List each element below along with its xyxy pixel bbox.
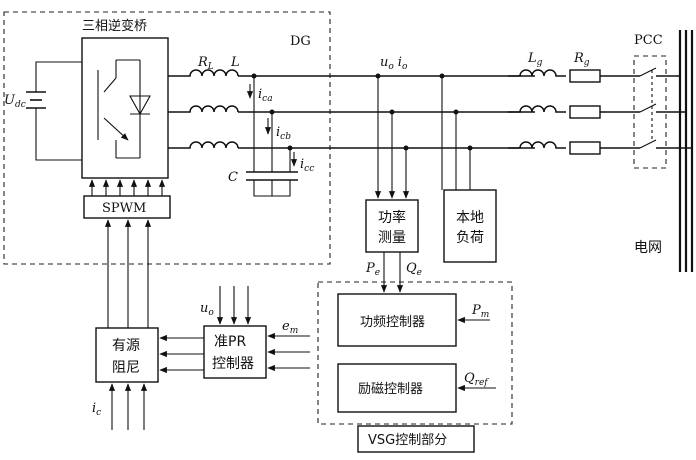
em-input-arrows [267, 332, 310, 372]
filter-inductors [168, 69, 239, 149]
spwm-label: SPWM [102, 201, 146, 216]
damping-to-spwm-arrows [104, 219, 152, 328]
l-label: L [230, 55, 240, 70]
grid-resistors [569, 69, 640, 155]
quasi-pr-line2: 控制器 [212, 356, 254, 372]
active-damping-line2: 阻尼 [112, 360, 140, 376]
local-load-line1: 本地 [456, 210, 484, 226]
local-load-line2: 负荷 [456, 230, 484, 246]
local-load-taps [439, 73, 473, 190]
em-input-label: em [282, 319, 298, 336]
vsg-boundary [317, 281, 513, 425]
active-damping-line1: 有源 [112, 338, 140, 354]
grid-label: 电网 [634, 240, 662, 256]
ic-input-arrows [108, 383, 148, 430]
local-load-block [443, 189, 497, 263]
pm-label: Pm [471, 303, 489, 320]
ic-input-label: ic [92, 401, 101, 418]
grid-bus [678, 30, 694, 272]
power-measurement-block [365, 199, 419, 253]
icb-label: icb [276, 125, 291, 142]
spwm-to-inverter-arrows [88, 179, 166, 196]
dc-source [26, 61, 82, 161]
spwm-block [83, 195, 171, 219]
uo-input-arrows [216, 286, 252, 325]
ica-label: ica [258, 87, 273, 104]
pr-to-damping-arrows [159, 334, 204, 374]
pcc-label: PCC [634, 33, 663, 48]
udc-label: Udc [4, 93, 26, 110]
rg-label: Rg [573, 51, 590, 68]
power-measurement-line2: 测量 [378, 230, 406, 246]
quasi-pr-controller-block [203, 325, 267, 379]
dg-label: DG [290, 34, 311, 49]
power-measurement-line1: 功率 [378, 209, 406, 226]
dg-boundary [3, 11, 331, 265]
quasi-pr-line1: 准PR [214, 334, 246, 350]
qref-label: Qref [464, 371, 489, 388]
lg-label: Lg [527, 51, 543, 68]
pe-label: Pe [365, 261, 380, 278]
excitation-controller-label: 励磁控制器 [358, 382, 423, 397]
inverter-bridge [81, 37, 169, 179]
vsg-label-box [357, 425, 475, 453]
excitation-controller-block [337, 363, 457, 413]
power-frequency-controller-label: 功频控制器 [360, 315, 425, 330]
vsg-label: VSG控制部分 [368, 433, 447, 448]
icc-label: icc [300, 157, 314, 174]
qe-label: Qe [406, 261, 422, 278]
rl-label: RL [197, 55, 214, 72]
grid-inductors [508, 69, 566, 149]
measurement-taps [374, 73, 410, 199]
filter-capacitors [246, 73, 298, 197]
power-frequency-controller-block [337, 293, 457, 347]
c-label: C [228, 170, 238, 185]
active-damping-block [95, 327, 159, 383]
uo-input-label: uo [200, 301, 214, 318]
pe-qe-arrows [380, 252, 404, 293]
inverter-label: 三相逆变桥 [82, 18, 147, 34]
